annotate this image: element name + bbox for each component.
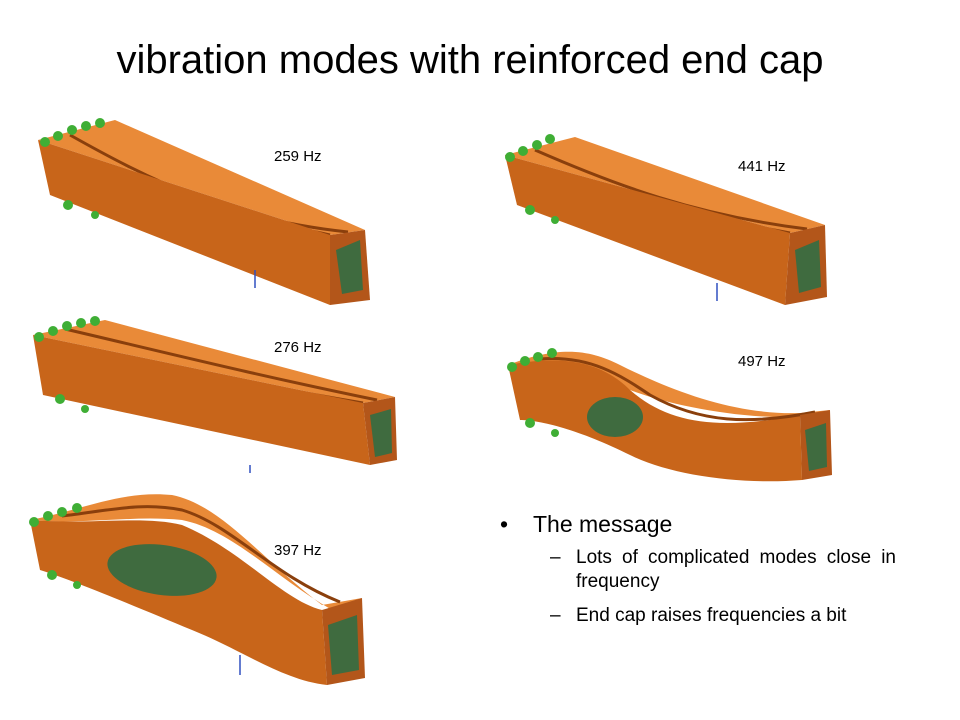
- beam-bulge-illustration: [29, 494, 365, 685]
- mode-frequency-label: 276 Hz: [274, 339, 322, 356]
- beam-twist-illustration: [505, 134, 827, 305]
- dash-marker: –: [550, 605, 561, 626]
- mode-panel-497hz: 497 Hz: [500, 335, 838, 497]
- mode-frequency-label: 441 Hz: [738, 158, 786, 175]
- sub-bullet: – End cap raises frequencies a bit: [496, 604, 896, 628]
- beam-twist-illustration: [38, 118, 370, 305]
- dash-marker: –: [550, 547, 561, 568]
- beam-bulge-illustration: [507, 348, 832, 482]
- beam-straight-illustration: [33, 316, 397, 473]
- bullet-marker: •: [500, 511, 509, 537]
- mode-panel-397hz: 397 Hz: [22, 480, 372, 702]
- sub-bullet: – Lots of complicated modes close in fre…: [496, 546, 896, 594]
- message-notes: • The message – Lots of complicated mode…: [496, 510, 896, 638]
- mode-panel-441hz: 441 Hz: [495, 125, 840, 315]
- mode-panel-259hz: 259 Hz: [30, 110, 375, 310]
- mode-frequency-label: 259 Hz: [274, 148, 322, 165]
- bullet-heading-text: The message: [533, 511, 673, 537]
- sub-bullet-text: Lots of complicated modes close in frequ…: [576, 547, 896, 592]
- sub-bullet-text: End cap raises frequencies a bit: [576, 605, 847, 626]
- mode-frequency-label: 497 Hz: [738, 353, 786, 370]
- mode-frequency-label: 397 Hz: [274, 542, 322, 559]
- bullet-heading: • The message: [496, 510, 896, 538]
- slide-title: vibration modes with reinforced end cap: [116, 38, 824, 82]
- mode-panel-276hz: 276 Hz: [25, 315, 403, 473]
